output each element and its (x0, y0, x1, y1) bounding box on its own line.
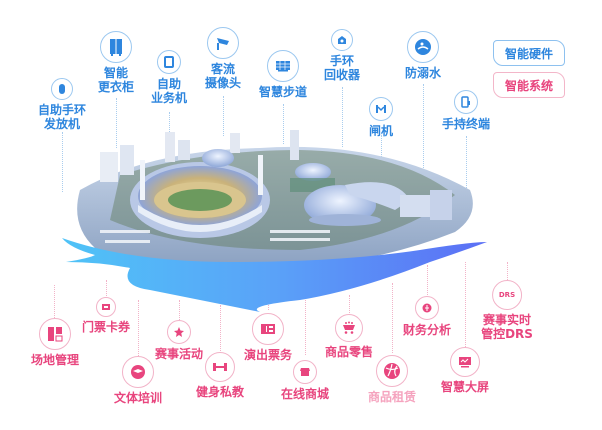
star-icon (166, 320, 191, 344)
hardware-turnstile: 闸机 (368, 97, 393, 138)
system-venue-management: 场地管理 (31, 318, 79, 367)
camera-icon (206, 27, 239, 59)
wristband-icon (50, 78, 73, 100)
show-ticket-icon (251, 313, 284, 345)
hardware-anti-drowning: 防溺水 (405, 31, 441, 80)
anti-drowning-icon (406, 31, 439, 63)
cart-icon (334, 314, 363, 342)
venue-icon (38, 318, 71, 350)
legend-hardware: 智能硬件 (493, 40, 565, 66)
ball-icon (375, 355, 408, 387)
system-merchandise-rental: 商品租赁 (368, 355, 416, 404)
graduation-cap-icon (121, 356, 154, 388)
dumbbell-icon (204, 352, 235, 382)
hardware-wristband-dispenser: 自助手环 发放机 (38, 78, 86, 131)
hardware-smart-trail: 智慧步道 (259, 50, 307, 99)
system-performance-ticketing: 演出票务 (244, 313, 292, 362)
system-cultural-sports-training: 文体培训 (114, 356, 162, 405)
system-smart-big-screen: 智慧大屏 (441, 347, 489, 394)
display-panel-icon (266, 50, 299, 82)
drs-icon: DRS (491, 280, 522, 310)
hardware-smart-locker: 智能 更衣柜 (98, 31, 134, 94)
system-merchandise-retail: 商品零售 (325, 314, 373, 359)
handheld-terminal-icon (453, 90, 478, 114)
turnstile-icon (368, 97, 393, 121)
ticket-icon (95, 297, 116, 317)
system-events-activities: 赛事活动 (155, 320, 203, 361)
system-personal-training: 健身私教 (196, 352, 244, 399)
recycler-icon (330, 29, 353, 51)
system-financial-analysis: 财务分析 (403, 296, 451, 337)
hardware-self-service-kiosk: 自助 业务机 (151, 50, 187, 105)
system-online-mall: 在线商城 (281, 360, 329, 401)
hardware-traffic-camera: 客流 摄像头 (205, 27, 241, 90)
kiosk-icon (156, 50, 181, 74)
locker-icon (99, 31, 132, 63)
system-realtime-event-drs: DRS 赛事实时 管控DRS (481, 280, 533, 341)
system-ticket-coupons: 门票卡券 (82, 297, 130, 334)
legend-system: 智能系统 (493, 72, 565, 98)
monitor-icon (449, 347, 480, 377)
coin-icon (414, 296, 439, 320)
hardware-handheld-terminal: 手持终端 (442, 90, 490, 131)
shop-icon (292, 360, 317, 384)
hardware-wristband-recycler: 手环 回收器 (324, 29, 360, 82)
